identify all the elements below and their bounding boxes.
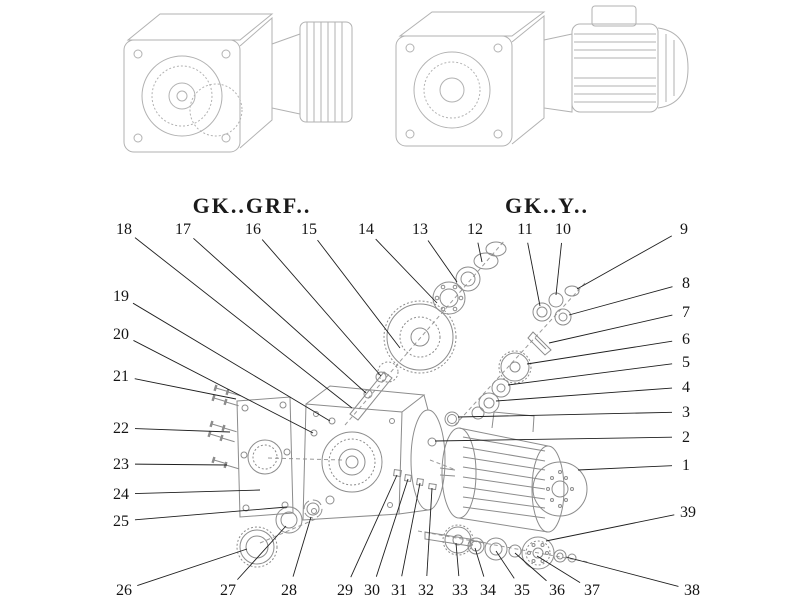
leader-line-31 xyxy=(401,482,421,577)
assembled-view-gk-grf xyxy=(123,13,353,153)
leader-line-10 xyxy=(555,242,562,296)
leader-line-30 xyxy=(375,478,409,577)
callout-9: 9 xyxy=(680,221,688,238)
leader-line-35 xyxy=(495,550,515,579)
leader-line-2 xyxy=(434,436,673,442)
leader-line-6 xyxy=(526,340,673,365)
motor-terminal-box xyxy=(491,411,535,433)
callout-28: 28 xyxy=(281,582,297,599)
callout-27: 27 xyxy=(220,582,236,599)
leader-line-15 xyxy=(317,239,401,349)
leader-line-23 xyxy=(134,463,228,466)
leader-line-18 xyxy=(134,237,353,409)
leader-line-38 xyxy=(565,556,679,587)
callout-21: 21 xyxy=(113,368,129,385)
exploded-output-shaft-assembly xyxy=(424,524,577,570)
motor-flange xyxy=(543,33,573,113)
callout-16: 16 xyxy=(245,221,261,238)
leader-line-12 xyxy=(477,242,483,263)
callout-35: 35 xyxy=(514,582,530,599)
callout-25: 25 xyxy=(113,513,129,530)
leader-line-32 xyxy=(426,487,433,577)
callout-19: 19 xyxy=(113,288,129,305)
callout-1: 1 xyxy=(682,457,690,474)
callout-26: 26 xyxy=(116,582,132,599)
leader-line-5 xyxy=(507,363,673,386)
callout-23: 23 xyxy=(113,456,129,473)
leader-line-24 xyxy=(134,489,261,495)
exploded-housing xyxy=(302,385,446,521)
leader-line-21 xyxy=(134,378,237,400)
callout-4: 4 xyxy=(682,379,690,396)
leader-line-25 xyxy=(134,506,288,521)
variant-label-gk-y: GK..Y.. xyxy=(504,193,590,218)
leader-line-13 xyxy=(427,240,458,283)
exploded-pinion-chain xyxy=(444,285,580,427)
leader-line-14 xyxy=(375,238,438,304)
leader-line-11 xyxy=(527,242,541,307)
callout-20: 20 xyxy=(113,326,129,343)
leader-line-19 xyxy=(132,302,331,422)
leader-line-17 xyxy=(193,238,367,394)
callout-17: 17 xyxy=(175,221,191,238)
callout-5: 5 xyxy=(682,354,690,371)
exploded-screws xyxy=(207,383,243,471)
callout-36: 36 xyxy=(549,582,565,599)
leader-line-27 xyxy=(237,525,287,580)
callout-22: 22 xyxy=(113,420,129,437)
leader-line-7 xyxy=(548,314,673,344)
callout-10: 10 xyxy=(555,221,571,238)
callout-37: 37 xyxy=(584,582,600,599)
leader-line-28 xyxy=(292,516,312,577)
callout-18: 18 xyxy=(116,221,132,238)
callout-24: 24 xyxy=(113,486,129,503)
callout-33: 33 xyxy=(452,582,468,599)
exploded-bearings-input xyxy=(432,241,507,315)
callout-7: 7 xyxy=(682,304,690,321)
leader-line-1 xyxy=(577,465,673,471)
callout-8: 8 xyxy=(682,275,690,292)
assembled-view-gk-y xyxy=(395,5,689,147)
terminal-box xyxy=(591,5,637,27)
callout-39: 39 xyxy=(680,504,696,521)
callout-6: 6 xyxy=(682,331,690,348)
leader-lines xyxy=(132,235,679,587)
callout-14: 14 xyxy=(358,221,374,238)
exploded-motor xyxy=(439,411,588,533)
leader-line-34 xyxy=(474,547,485,577)
leader-line-33 xyxy=(455,542,460,577)
motor-body xyxy=(571,23,659,113)
leader-line-8 xyxy=(568,286,673,316)
variant-label-gk-grf: GK..GRF.. xyxy=(192,193,312,218)
callout-3: 3 xyxy=(682,404,690,421)
exploded-cover-plate xyxy=(236,396,294,518)
callout-13: 13 xyxy=(412,221,428,238)
callout-32: 32 xyxy=(418,582,434,599)
callout-30: 30 xyxy=(364,582,380,599)
leader-line-22 xyxy=(134,428,231,433)
leader-line-37 xyxy=(536,555,581,584)
fan-cover xyxy=(657,27,689,109)
leader-line-16 xyxy=(261,239,382,377)
leader-line-4 xyxy=(495,387,673,402)
vent-plug xyxy=(427,437,437,447)
leader-line-3 xyxy=(457,411,673,418)
callout-34: 34 xyxy=(480,582,496,599)
callout-31: 31 xyxy=(391,582,407,599)
callout-12: 12 xyxy=(467,221,483,238)
leader-line-39 xyxy=(545,514,675,542)
callout-15: 15 xyxy=(301,221,317,238)
callout-38: 38 xyxy=(684,582,700,599)
leader-line-26 xyxy=(137,548,248,586)
leader-line-9 xyxy=(576,235,673,290)
leader-line-29 xyxy=(350,474,398,578)
callout-29: 29 xyxy=(337,582,353,599)
callout-2: 2 xyxy=(682,429,690,446)
exploded-input-shaft-gear xyxy=(349,300,457,421)
leader-line-36 xyxy=(514,552,547,582)
callout-11: 11 xyxy=(517,221,532,238)
leader-line-20 xyxy=(133,340,314,434)
